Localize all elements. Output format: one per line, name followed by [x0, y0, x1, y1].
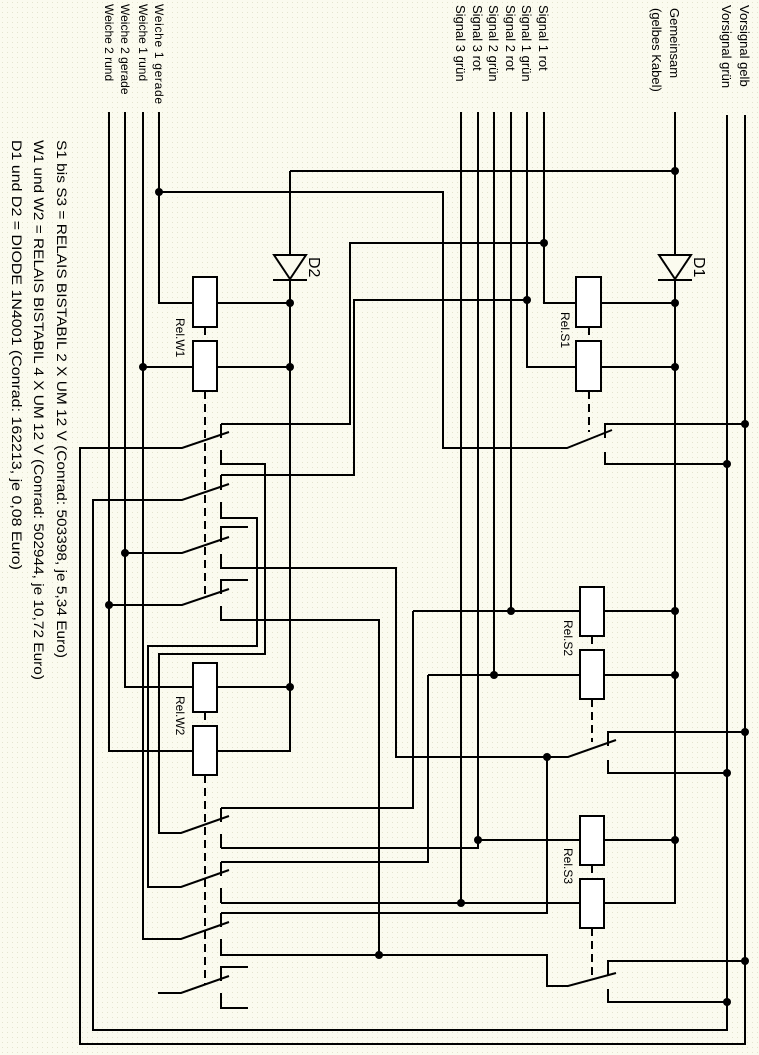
rel-s2-coil-b [579, 649, 605, 700]
label-gemeinsam: Gemeinsam [667, 8, 682, 78]
junction-dot [741, 957, 749, 965]
wire-signal3-rot [221, 112, 580, 849]
rel-s3-coil-a [579, 815, 605, 866]
label-weiche1-gerade: Weiche 1 gerade [152, 4, 166, 104]
w1-contacts [147, 424, 617, 955]
diode-d2-symbol [272, 254, 308, 281]
label-signal2-rot: Signal 2 rot [503, 5, 518, 71]
junction-dot [155, 188, 163, 196]
note-w-relays: W1 und W2 = RELAIS BISTABIL 4 X UM 12 V … [31, 140, 46, 680]
junction-dot [105, 601, 113, 609]
mechanical-links [204, 327, 593, 985]
junction-dot [671, 299, 679, 307]
note-s-relays: S1 bis S3 = RELAIS BISTABIL 2 X UM 12 V … [54, 140, 69, 658]
junction-dot [507, 607, 515, 615]
label-rel-s1: Rel.S1 [558, 312, 572, 348]
label-weiche2-rund: Weiche 2 rund [102, 4, 116, 81]
junction-dot [671, 671, 679, 679]
label-d2: D2 [305, 257, 322, 278]
wires [79, 112, 746, 1045]
bus-labels: Vorsignal gelb Vorsignal grün Gemeinsam … [102, 4, 752, 104]
label-rel-s3: Rel.S3 [561, 848, 575, 884]
wire-weiche1-rund [142, 112, 230, 940]
label-signal2-gruen: Signal 2 grün [486, 5, 501, 82]
wire-gemeinsam [601, 112, 676, 904]
junction-dot [671, 167, 679, 175]
label-vorsignal-gruen: Vorsignal grün [719, 5, 734, 88]
junction-dot [723, 460, 731, 468]
label-vorsignal-gelb: Vorsignal gelb [737, 5, 752, 87]
parts-notes: S1 bis S3 = RELAIS BISTABIL 2 X UM 12 V … [9, 140, 69, 680]
wire-vorsignal-gruen [92, 115, 728, 1031]
label-signal3-gruen: Signal 3 grün [453, 5, 468, 82]
junction-dot [671, 363, 679, 371]
rel-w2-coil-a [192, 662, 218, 713]
wire-signal1-rot [221, 112, 576, 425]
junction-dots [105, 167, 749, 1006]
junction-dot [457, 899, 465, 907]
junction-dot [741, 420, 749, 428]
junction-dot [540, 239, 548, 247]
wire-weiche1-gerade [158, 112, 613, 449]
rel-s2-coil-a [579, 586, 605, 637]
wire-weiche2-rund [108, 112, 230, 752]
relay-coils [192, 276, 605, 929]
rel-s1-coil-b [575, 340, 602, 392]
label-signal1-rot: Signal 1 rot [536, 5, 551, 71]
label-rel-w2: Rel.W2 [173, 696, 187, 736]
component-labels: D1 D2 Rel.S1 Rel.S2 Rel.S3 Rel.W1 Rel.W2 [173, 257, 707, 884]
junction-dot [723, 769, 731, 777]
junction-dot [543, 753, 551, 761]
junction-dot [490, 671, 498, 679]
label-weiche2-gerade: Weiche 2 gerade [118, 4, 132, 95]
w2-contacts [158, 757, 617, 1009]
rel-w1-coil-a [192, 276, 218, 328]
rel-s1-coil-a [575, 276, 602, 328]
wire-weiche2-gerade [124, 112, 230, 688]
junction-dot [523, 296, 531, 304]
wire-signal1-gruen [221, 112, 576, 476]
wire-d2-column [217, 170, 675, 752]
junction-dot [375, 951, 383, 959]
wire-vorsignal-gelb [79, 115, 746, 1045]
junction-dot [121, 549, 129, 557]
diodes [272, 254, 693, 281]
label-d1: D1 [690, 257, 707, 278]
label-signal3-rot: Signal 3 rot [470, 5, 485, 71]
label-rel-s2: Rel.S2 [561, 620, 575, 656]
note-diodes: D1 und D2 = DIODE 1N4001 (Conrad: 162213… [9, 140, 24, 570]
junction-dot [474, 836, 482, 844]
junction-dot [139, 363, 147, 371]
label-weiche1-rund: Weiche 1 rund [136, 4, 150, 81]
diode-d1-symbol [657, 254, 693, 281]
rel-s3-coil-b [579, 878, 605, 929]
label-gemeinsam-sub: (gelbes Kabel) [649, 8, 664, 92]
junction-dot [286, 299, 294, 307]
junction-dot [671, 836, 679, 844]
junction-dot [286, 683, 294, 691]
junction-dot [286, 363, 294, 371]
junction-dot [671, 607, 679, 615]
label-rel-w1: Rel.W1 [173, 318, 187, 358]
rel-w1-coil-b [192, 340, 218, 392]
label-signal1-gruen: Signal 1 grün [519, 5, 534, 82]
wire-signal3-gruen [221, 112, 580, 904]
rel-w2-coil-b [192, 725, 218, 776]
junction-dot [723, 998, 731, 1006]
s-contacts [604, 423, 745, 1003]
junction-dot [741, 728, 749, 736]
